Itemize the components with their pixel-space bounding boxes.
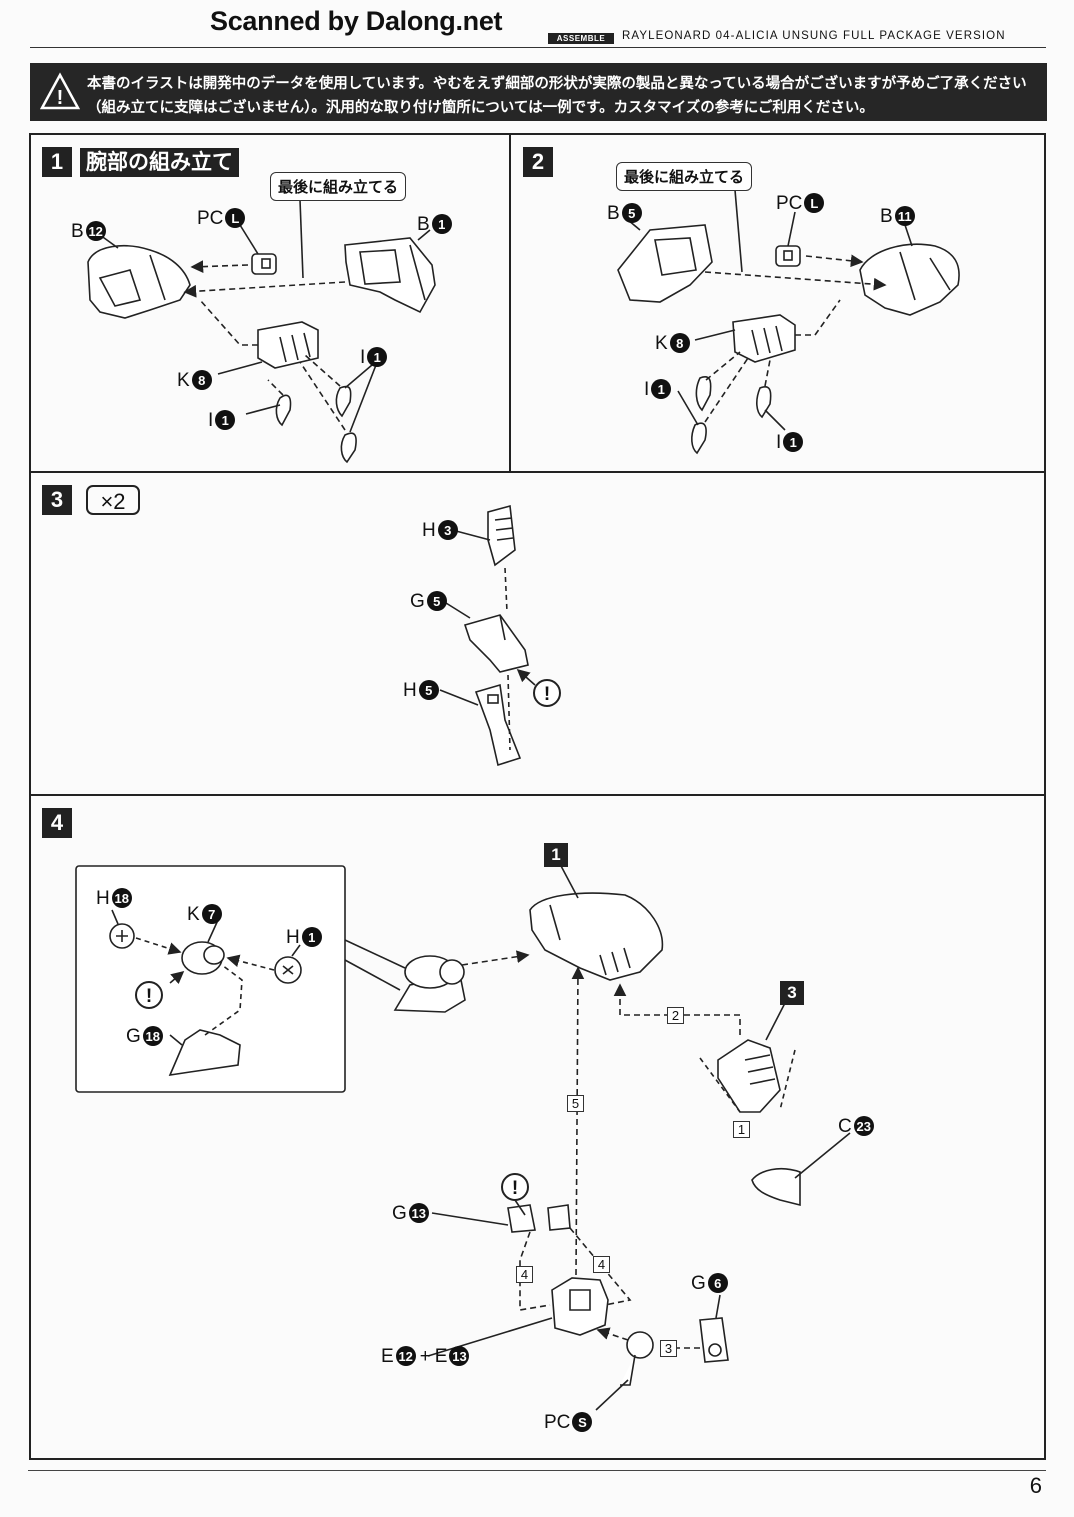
product-title: RAYLEONARD 04-ALICIA UNSUNG FULL PACKAGE… — [622, 30, 1006, 42]
part-i1-1c — [340, 432, 357, 464]
part-pcl-1 — [251, 253, 277, 275]
page-number: 6 — [1029, 1473, 1042, 1498]
part-i1-2a — [695, 376, 712, 412]
scan-credit: Scanned by Dalong.net — [210, 6, 503, 36]
part-h5 — [474, 683, 522, 767]
part-g5 — [463, 614, 529, 673]
part-i1-2c — [756, 386, 772, 419]
part-arm-joint — [393, 955, 466, 1013]
notice-line-2: （組み立てに支障はございません）。汎用的な取り付け箇所については一例です。カスタ… — [87, 100, 874, 116]
sequence-5: 5 — [567, 1095, 584, 1112]
part-pcs — [620, 1331, 654, 1386]
part-i1-1a — [275, 394, 292, 427]
part-g6 — [699, 1317, 729, 1363]
svg-text:!: ! — [544, 684, 550, 705]
step-4-number: 4 — [42, 808, 72, 838]
sequence-3: 3 — [660, 1340, 677, 1357]
svg-text:!: ! — [512, 1178, 518, 1199]
warning-triangle-icon: ! — [40, 72, 80, 110]
part-b12-shell — [87, 244, 191, 319]
footer-rule — [28, 1470, 1046, 1471]
part-c23 — [751, 1168, 801, 1207]
part-assembly-1 — [529, 892, 664, 981]
notice-banner: ! 本書のイラストは開発中のデータを使用しています。やむをえず細部の形状が実際の… — [30, 63, 1047, 121]
step-4-panel — [29, 794, 1046, 1460]
subassembly-3-marker: 3 — [780, 981, 804, 1005]
part-g18 — [168, 1029, 241, 1077]
sequence-1: 1 — [733, 1121, 750, 1138]
step-1-title: 腕部の組み立て — [80, 148, 239, 177]
part-k8-2 — [732, 314, 796, 363]
sequence-4a: 4 — [516, 1266, 533, 1283]
sequence-4b: 4 — [593, 1256, 610, 1273]
sequence-2: 2 — [667, 1007, 684, 1024]
part-assembly-3 — [717, 1039, 781, 1113]
assemble-badge: ASSEMBLE — [548, 33, 614, 44]
subassembly-1-marker: 1 — [544, 843, 568, 867]
step-1-number: 1 — [42, 147, 72, 177]
part-h1 — [274, 956, 302, 984]
step-2-number: 2 — [523, 147, 553, 177]
caution-icon-g13: ! — [501, 1173, 529, 1201]
part-h18 — [109, 923, 135, 949]
notice-line-1: 本書のイラストは開発中のデータを使用しています。やむをえず細部の形状が実際の製品… — [87, 76, 1027, 92]
part-i1-1b — [335, 385, 352, 418]
part-i1-2b — [691, 422, 707, 455]
part-b1-frame — [344, 237, 436, 314]
caution-icon-inset: ! — [135, 981, 163, 1009]
part-pcl-2 — [775, 245, 801, 267]
step-2-assemble-last-note: 最後に組み立てる — [616, 162, 753, 191]
header-rule — [30, 47, 1046, 48]
part-e-housing — [551, 1277, 609, 1336]
step-3-number: 3 — [42, 485, 72, 515]
part-b5-frame — [617, 224, 713, 303]
part-g13 — [507, 1204, 571, 1233]
svg-text:!: ! — [146, 986, 152, 1007]
step-3-multiplier: ×2 — [86, 485, 140, 515]
caution-icon: ! — [533, 679, 561, 707]
part-k8-1 — [257, 321, 319, 369]
part-h3 — [487, 504, 516, 567]
part-b11-shell — [859, 243, 960, 316]
step-1-assemble-last-note: 最後に組み立てる — [270, 172, 407, 201]
svg-text:!: ! — [57, 87, 64, 109]
part-k7 — [181, 941, 225, 975]
